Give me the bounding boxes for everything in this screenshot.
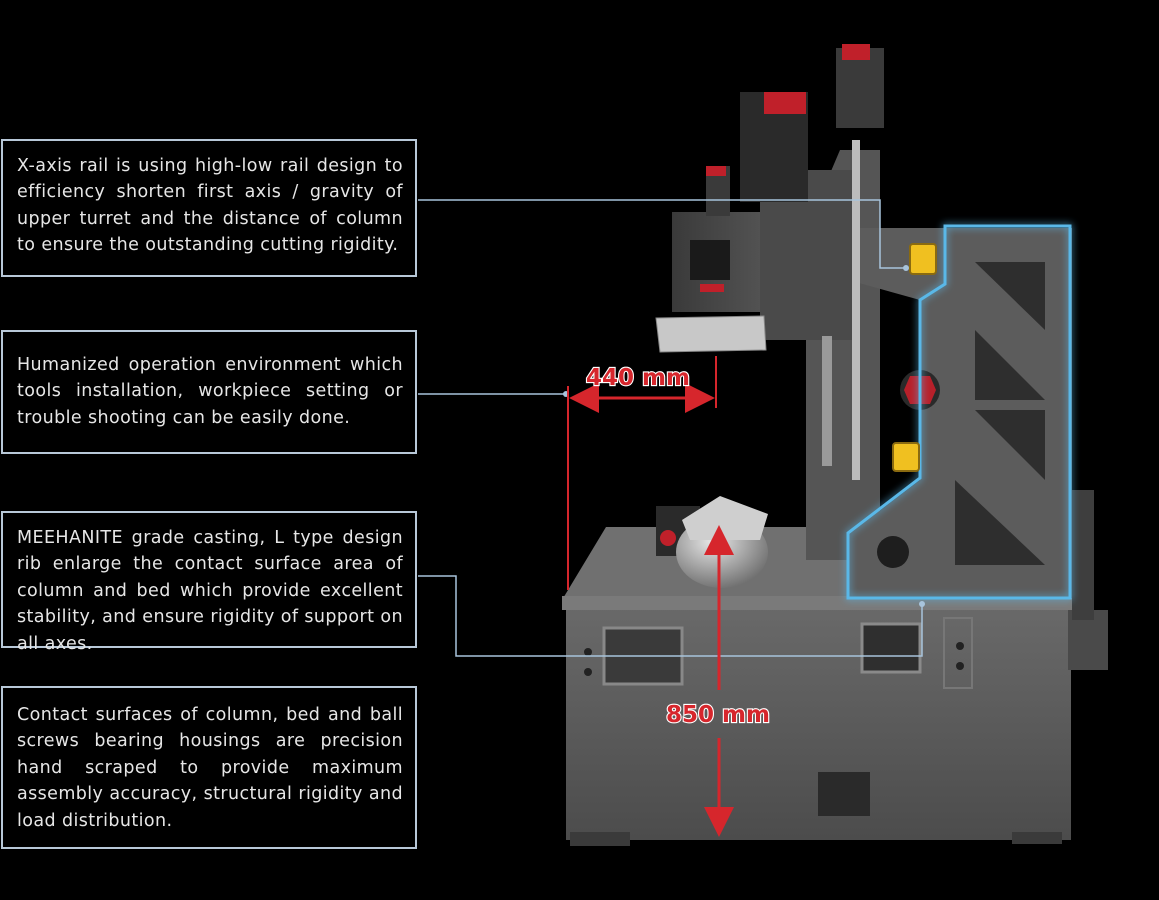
lower-rail-block [892, 442, 920, 472]
width-dimension: 440 mm [567, 356, 717, 590]
leader-line-3 [418, 575, 923, 657]
callout-x-axis-rail: X-axis rail is using high-low rail desig… [1, 139, 417, 277]
callout-x-axis-rail-text: X-axis rail is using high-low rail desig… [17, 156, 403, 256]
leader-dot-1 [903, 265, 909, 271]
leader-line-1 [418, 199, 906, 269]
width-dimension-label: 440 mm [586, 365, 690, 391]
callout-hand-scraped-text: Contact surfaces of column, bed and ball… [17, 705, 403, 831]
height-dimension: 850 mm [665, 525, 771, 837]
leader-dot-3 [919, 601, 925, 607]
l-casting-highlight [846, 224, 1072, 600]
callout-meehanite-casting-text: MEEHANITE grade casting, L type design r… [17, 528, 403, 654]
upper-rail-block [909, 243, 937, 275]
callout-hand-scraped: Contact surfaces of column, bed and ball… [1, 686, 417, 849]
turret-head [655, 44, 884, 480]
callout-operation-environment: Humanized operation environment which to… [1, 330, 417, 454]
height-dimension-label: 850 mm [666, 702, 770, 728]
callout-operation-environment-text: Humanized operation environment which to… [17, 355, 403, 428]
callout-meehanite-casting: MEEHANITE grade casting, L type design r… [1, 511, 417, 654]
